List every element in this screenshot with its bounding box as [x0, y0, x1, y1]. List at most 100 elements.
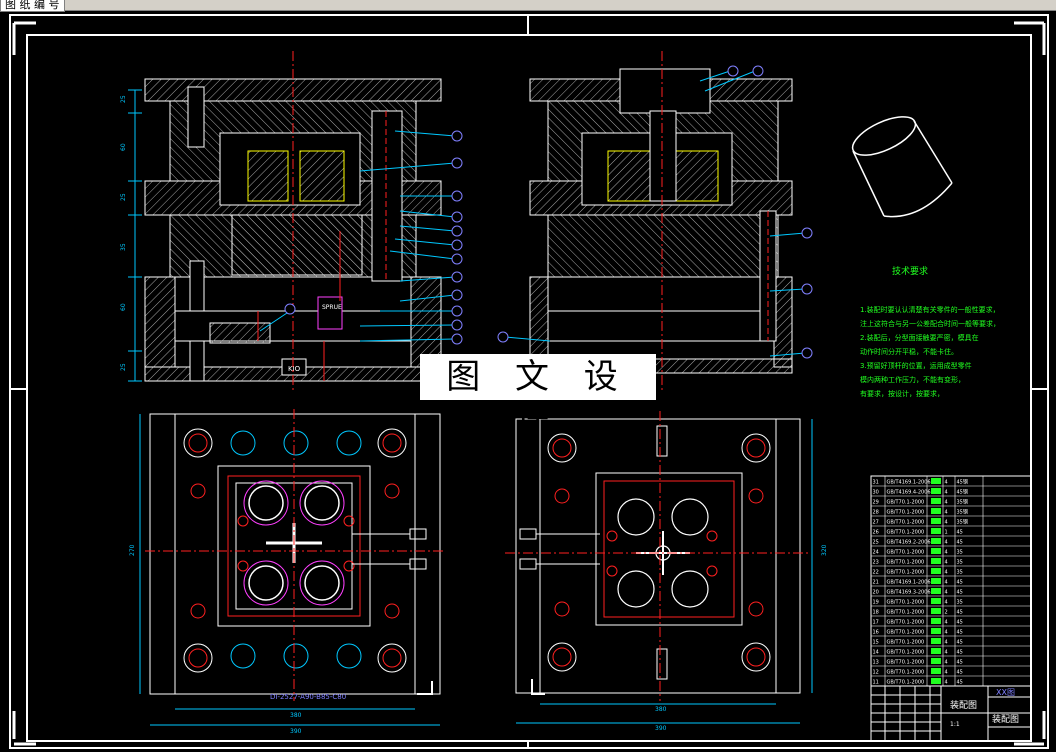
bom-swatch — [931, 518, 941, 524]
bom-cell: 18 — [873, 610, 879, 616]
bom-swatch — [931, 628, 941, 634]
bom-cell: GB/T70.1-2000 — [887, 500, 925, 506]
bom-swatch — [931, 538, 941, 544]
stamp: XX图 — [996, 688, 1015, 697]
bom-cell: 11 — [873, 680, 879, 686]
bom-cell: 45 — [957, 580, 963, 586]
bom-cell: 4 — [945, 510, 948, 516]
right-plan-view[interactable]: 380 390 320 — [505, 411, 828, 732]
note-line-4: 3.预留好顶杆的位置，运用成型零件 — [860, 361, 972, 370]
watermark-banner: 图 文 设 计 — [420, 354, 656, 443]
left-part-code: DI-2527-A90-B85-C80 — [270, 693, 346, 701]
bom-cell: 4 — [945, 500, 948, 506]
bom-cell: 45 — [957, 620, 963, 626]
left-section-view[interactable]: SPRUE KIO 25 60 25 35 60 25 — [120, 51, 463, 391]
bom-cell: 35 — [957, 560, 963, 566]
bom-swatch — [931, 478, 941, 484]
bom-cell: GB/T70.1-2000 — [887, 650, 925, 656]
bom-cell: 35钢 — [957, 499, 968, 506]
bom-cell: 45 — [957, 630, 963, 636]
bom-swatch — [931, 658, 941, 664]
drawing-tab[interactable]: 图 纸 编 号 — [0, 0, 65, 12]
bom-swatch — [931, 638, 941, 644]
bom-cell: GB/T70.1-2000 — [887, 510, 925, 516]
bom-cell: 4 — [945, 600, 948, 606]
bom-cell: 27 — [873, 520, 879, 526]
bom-cell: 4 — [945, 490, 948, 496]
dim-stack-0: 25 — [120, 95, 127, 103]
left-plan-view[interactable]: DI-2527-A90-B85-C80 380 390 270 — [129, 409, 445, 735]
bom-swatch — [931, 568, 941, 574]
bom-swatch — [931, 618, 941, 624]
bom-cell: 29 — [873, 500, 879, 506]
bom-cell: 2 — [945, 610, 948, 616]
bom-cell: 31 — [873, 480, 879, 486]
bom-cell: GB/T4169.3-2006 — [887, 590, 931, 596]
bom-cell: 45 — [957, 680, 963, 686]
bom-swatch — [931, 558, 941, 564]
bom-cell: 4 — [945, 640, 948, 646]
bom-cell: GB/T70.1-2000 — [887, 610, 925, 616]
title-block: 装配图 XX图 装配图 1:1 — [870, 685, 1032, 742]
bom-cell: 4 — [945, 620, 948, 626]
bom-cell: GB/T70.1-2000 — [887, 600, 925, 606]
bom-cell: 45 — [957, 540, 963, 546]
bom-cell: GB/T70.1-2000 — [887, 520, 925, 526]
bom-swatch — [931, 488, 941, 494]
bom-cell: GB/T70.1-2000 — [887, 620, 925, 626]
bom-cell: 4 — [945, 680, 948, 686]
dim-stack-3: 35 — [120, 243, 127, 251]
bom-cell: 24 — [873, 550, 879, 556]
left-overall-dim: 390 — [290, 728, 302, 735]
bom-swatch — [931, 498, 941, 504]
bom-cell: 4 — [945, 590, 948, 596]
bom-swatch — [931, 548, 941, 554]
bom-swatch — [931, 508, 941, 514]
bom-cell: 12 — [873, 670, 879, 676]
bom-cell: 4 — [945, 650, 948, 656]
bom-swatch — [931, 578, 941, 584]
bom-cell: 20 — [873, 590, 879, 596]
bom-cell: 30 — [873, 490, 879, 496]
bom-cell: 45 — [957, 530, 963, 536]
bom-cell: GB/T70.1-2000 — [887, 660, 925, 666]
bom-cell: GB/T4169.4-2006 — [887, 490, 931, 496]
bom-swatch — [931, 608, 941, 614]
dim-stack-6: 25 — [120, 363, 127, 371]
bom-cell: 45 — [957, 640, 963, 646]
drawing-name: 装配图 — [950, 699, 977, 711]
bom-swatch — [931, 668, 941, 674]
bom-cell: 45 — [957, 590, 963, 596]
bom-cell: GB/T70.1-2000 — [887, 630, 925, 636]
bom-cell: 15 — [873, 640, 879, 646]
right-overall-dim: 390 — [655, 725, 667, 732]
drawing-no: 装配图 — [992, 713, 1019, 725]
bom-cell: 4 — [945, 570, 948, 576]
dim-stack-1: 60 — [120, 143, 127, 151]
scale: 1:1 — [950, 721, 960, 728]
bom-cell: 35 — [957, 570, 963, 576]
bom-swatch — [931, 588, 941, 594]
right-section-view[interactable] — [497, 51, 813, 391]
left-height-dim: 270 — [129, 544, 136, 556]
bom-cell: GB/T70.1-2000 — [887, 680, 925, 686]
bom-cell: GB/T4169.2-2006 — [887, 540, 931, 546]
bom-swatch — [931, 528, 941, 534]
note-line-5: 模内两种工作压力，不能有变形， — [860, 375, 965, 384]
bom-cell: 45 — [957, 650, 963, 656]
bom-cell: GB/T70.1-2000 — [887, 530, 925, 536]
bom-cell: GB/T70.1-2000 — [887, 570, 925, 576]
bom-cell: GB/T70.1-2000 — [887, 550, 925, 556]
bom-cell: 17 — [873, 620, 879, 626]
dim-stack-4: 60 — [120, 303, 127, 311]
sprue-label: SPRUE — [322, 304, 342, 311]
bom-cell: 45 — [957, 670, 963, 676]
bom-cell: 26 — [873, 530, 879, 536]
bom-cell: 4 — [945, 480, 948, 486]
bom-cell: GB/T70.1-2000 — [887, 560, 925, 566]
bom-cell: GB/T70.1-2000 — [887, 640, 925, 646]
part-isometric-view — [851, 116, 953, 218]
bom-cell: 23 — [873, 560, 879, 566]
note-line-6: 有要求，按设计，按要求， — [860, 389, 944, 398]
